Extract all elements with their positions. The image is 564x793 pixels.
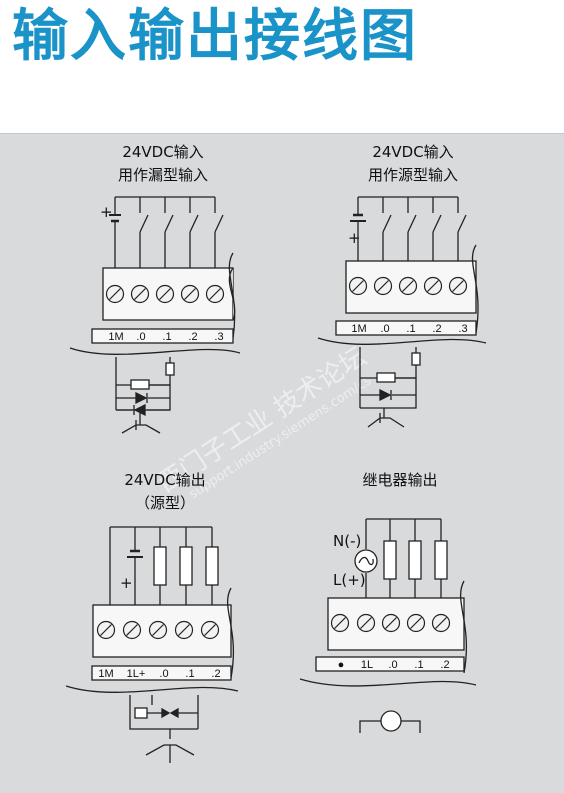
source-pin-3: .3 <box>458 323 467 335</box>
source-pin-1m: 1M <box>351 323 366 335</box>
dc-out-pin-2: .2 <box>211 668 220 680</box>
dc-out-pin-1m: 1M <box>98 668 113 680</box>
source-pin-1: .1 <box>406 323 415 335</box>
wiring-diagram: 西门子工业 技术论坛 support.industry.siemens.com/… <box>65 143 487 763</box>
relay-bullet: ● <box>338 659 345 671</box>
relay-pin-1: .1 <box>414 659 423 671</box>
relay-output-diagram: 继电器输出 N(-) L(+) ● 1L .0 .1 .2 <box>299 471 477 733</box>
sink-input-title: 24VDC输入 <box>122 143 203 161</box>
dc-output-plus-label: + <box>120 574 133 592</box>
source-pin-2: .2 <box>432 323 441 335</box>
dc-output-title: 24VDC输出 <box>124 471 205 489</box>
dc-out-pin-1: .1 <box>185 668 194 680</box>
dc-output-diagram: 24VDC输出 （源型） + 1M 1L+ .0 .1 .2 <box>65 471 239 763</box>
source-pin-0: .0 <box>380 323 389 335</box>
sink-pin-1m: 1M <box>108 331 123 343</box>
sink-pin-1: .1 <box>162 331 171 343</box>
source-plus-label: + <box>348 229 361 247</box>
dc-out-pin-1lplus: 1L+ <box>127 668 146 680</box>
source-input-subtitle: 用作源型输入 <box>368 166 458 184</box>
source-input-diagram: 24VDC输入 用作源型输入 + 1M .0 .1 .2 .3 <box>317 143 487 428</box>
relay-pin-2: .2 <box>440 659 449 671</box>
sink-plus-label: + <box>100 203 113 221</box>
dc-output-subtitle: （源型） <box>135 494 195 512</box>
sink-input-diagram: 24VDC输入 用作漏型输入 + 1M .0 .1 .2 .3 <box>69 143 241 434</box>
page-title: 输入输出接线图 <box>12 4 418 69</box>
relay-pin-0: .0 <box>388 659 397 671</box>
sink-pin-2: .2 <box>188 331 197 343</box>
relay-pin-1l: 1L <box>361 659 373 671</box>
sink-pin-0: .0 <box>136 331 145 343</box>
relay-l-label: L(+) <box>333 571 366 589</box>
sink-input-subtitle: 用作漏型输入 <box>118 166 208 184</box>
relay-n-label: N(-) <box>333 532 361 550</box>
sink-pin-3: .3 <box>214 331 223 343</box>
relay-output-title: 继电器输出 <box>362 471 437 489</box>
dc-out-pin-0: .0 <box>159 668 168 680</box>
source-input-title: 24VDC输入 <box>372 143 453 161</box>
diagram-panel <box>0 133 564 793</box>
